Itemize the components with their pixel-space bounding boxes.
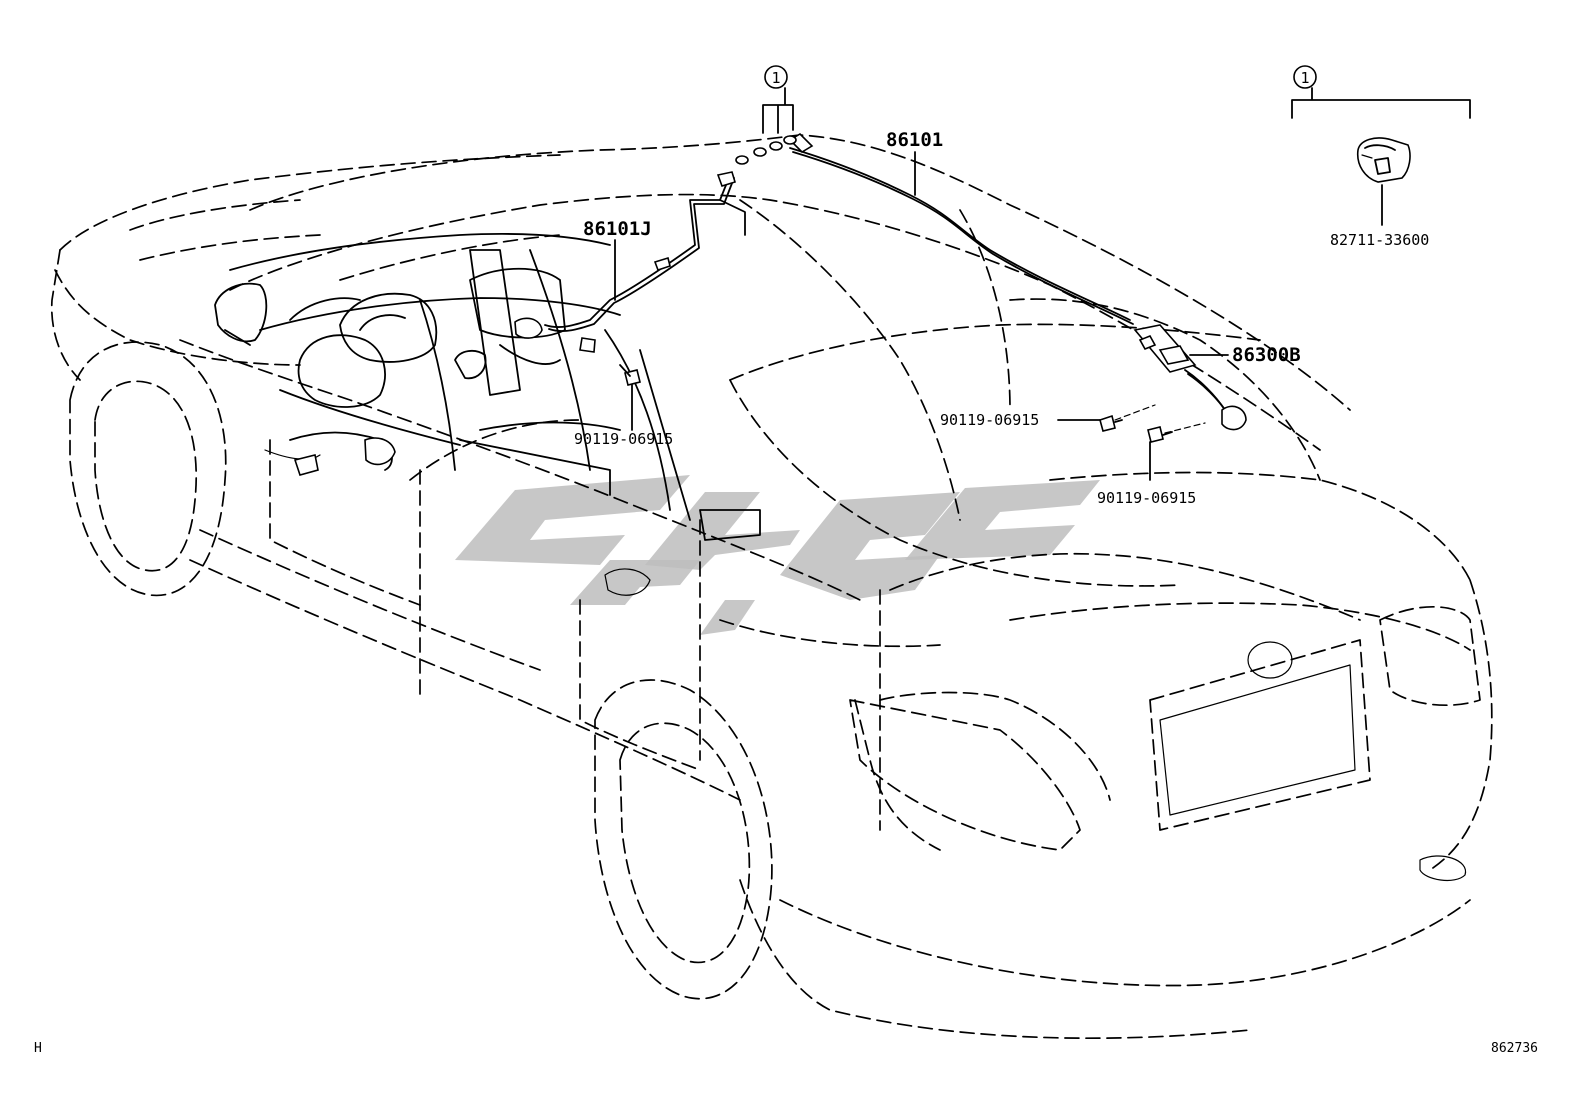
- svg-text:1: 1: [1300, 69, 1309, 87]
- label-front-antenna-cord: 86101J: [583, 218, 652, 240]
- group-ref-right: 1: [1293, 65, 1317, 89]
- interior-details: [214, 232, 761, 541]
- diagram-number: 862736: [1491, 1041, 1538, 1056]
- bolt-rear-left: [1099, 414, 1123, 432]
- label-bolt-rear-left: 90119-06915: [940, 411, 1039, 429]
- group-ref-left: 1: [764, 65, 788, 89]
- bolt-rear-right: [1147, 426, 1173, 443]
- clip-detail-icon: [1356, 137, 1411, 183]
- amplifier-assembly: [1133, 324, 1247, 431]
- roof-antenna-cord: [788, 132, 1134, 325]
- label-roof-antenna-cord: 86101: [886, 129, 943, 151]
- corner-mark: H: [34, 1041, 42, 1056]
- front-antenna-cord: [514, 171, 746, 353]
- label-clip-part: 82711-33600: [1330, 231, 1429, 249]
- roof-clips: [735, 135, 797, 165]
- label-amplifier: 86300B: [1232, 344, 1301, 366]
- label-bolt-front: 90119-06915: [574, 430, 673, 448]
- label-bolt-rear-right: 90119-06915: [1097, 489, 1196, 507]
- svg-text:1: 1: [771, 69, 780, 87]
- watermark-logo: [455, 475, 1100, 635]
- bolt-front: [619, 364, 641, 386]
- vehicle-outline: [50, 134, 1493, 1040]
- leader-lines: [614, 87, 1471, 481]
